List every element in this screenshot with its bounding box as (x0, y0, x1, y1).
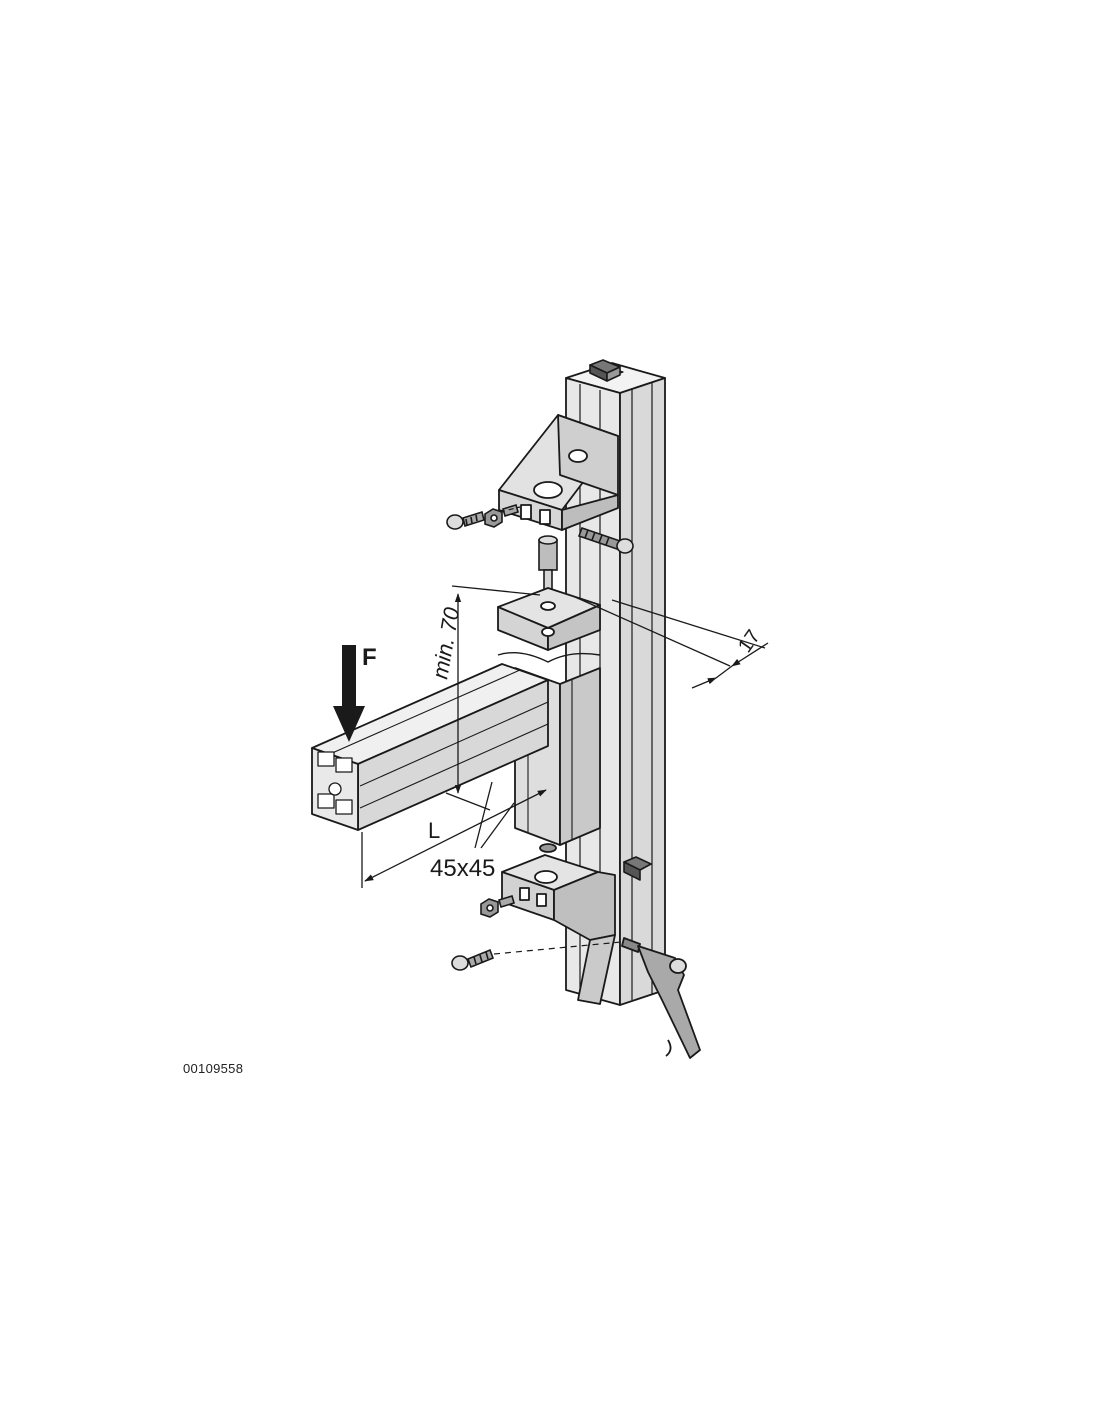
length-label: L (428, 818, 440, 843)
lower-clamp-bracket (501, 854, 616, 1005)
upper-left-screw (446, 510, 485, 530)
upper-left-nut (484, 503, 519, 528)
dim-length-L (361, 789, 547, 888)
document-id: 00109558 (183, 1061, 244, 1076)
force-arrow (333, 645, 365, 742)
upper-screw-axis (499, 506, 521, 513)
lower-nut (480, 894, 515, 918)
profile-size-label: 45x45 (430, 855, 495, 882)
lower-left-screw (451, 948, 495, 971)
profile-size-leader (474, 781, 515, 849)
lower-slot-nut (623, 856, 652, 881)
force-label: F (362, 644, 377, 671)
dim-offset-17 (574, 596, 769, 689)
offset-label: 17 (734, 626, 765, 657)
clamping-lever (621, 937, 701, 1059)
spring-plunger (538, 535, 558, 603)
lower-screw-axis (493, 940, 633, 955)
upper-angle-bracket (498, 414, 619, 531)
upper-right-screw (577, 526, 634, 554)
top-slot-nut (589, 359, 621, 382)
min-height-label: min. 70 (427, 605, 464, 681)
